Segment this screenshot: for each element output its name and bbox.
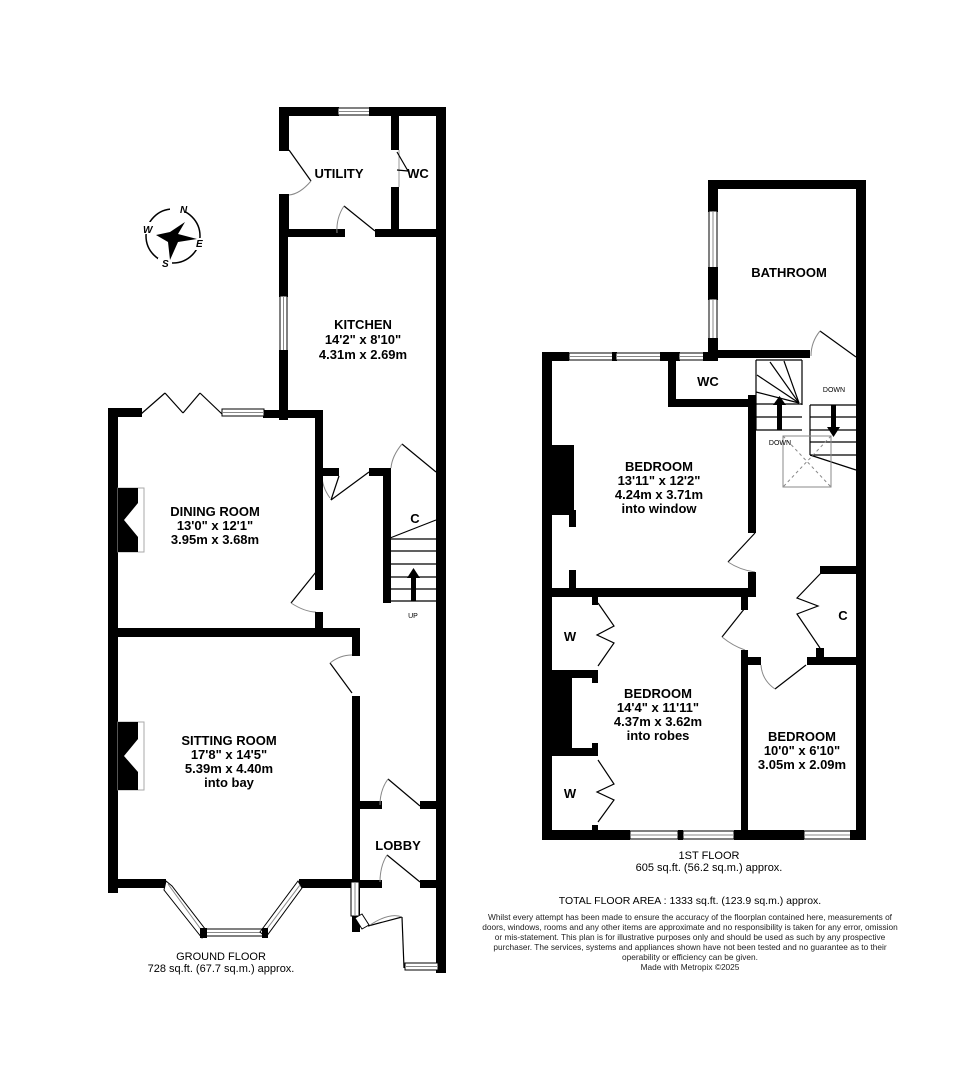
first-floor-plan — [542, 180, 866, 840]
compass-e: E — [196, 239, 203, 250]
wardrobe2-label: W — [564, 786, 577, 801]
ground-floor-plan — [108, 107, 446, 973]
dining-room-imperial: 13'0" x 12'1" — [177, 518, 253, 533]
stairs-up-label: UP — [408, 613, 418, 620]
bedroom1-label: BEDROOM — [625, 459, 693, 474]
compass-icon: N W E S — [140, 204, 205, 270]
ground-floor-area: 728 sq.ft. (67.7 sq.m.) approx. — [148, 963, 295, 975]
first-floor-area: 605 sq.ft. (56.2 sq.m.) approx. — [636, 862, 783, 874]
bedroom2-metric: 4.37m x 3.62m — [614, 714, 702, 729]
disclaimer-block: Whilst every attempt has been made to en… — [482, 912, 898, 972]
compass-w: W — [143, 225, 154, 236]
ground-wc-label: WC — [407, 166, 429, 181]
first-wc-label: WC — [697, 374, 719, 389]
ground-floor-title: GROUND FLOOR — [176, 951, 266, 963]
bedroom1-metric: 4.24m x 3.71m — [615, 487, 703, 502]
bathroom-label: BATHROOM — [751, 265, 827, 280]
total-floor-area: TOTAL FLOOR AREA : 1333 sq.ft. (123.9 sq… — [558, 895, 822, 907]
kitchen-imperial: 14'2" x 8'10" — [325, 332, 401, 347]
bedroom3-metric: 3.05m x 2.09m — [758, 757, 846, 772]
bedroom1-imperial: 13'11" x 12'2" — [618, 473, 701, 488]
bedroom2-imperial: 14'4" x 11'11" — [617, 700, 699, 715]
first-cupboard-label: C — [838, 608, 848, 623]
bedroom1-note: into window — [621, 501, 697, 516]
compass-s: S — [162, 259, 169, 270]
ground-stairs — [387, 519, 437, 602]
utility-label: UTILITY — [314, 166, 363, 181]
dining-room-metric: 3.95m x 3.68m — [171, 532, 259, 547]
lobby-label: LOBBY — [375, 838, 421, 853]
disclaimer-text: Whilst every attempt has been made to en… — [482, 912, 898, 962]
bedroom3-label: BEDROOM — [768, 729, 836, 744]
kitchen-label: KITCHEN — [334, 317, 392, 332]
bedroom2-label: BEDROOM — [624, 686, 692, 701]
bedroom2-note: into robes — [627, 728, 690, 743]
credit-text: Made with Metropix ©2025 — [640, 962, 740, 972]
kitchen-metric: 4.31m x 2.69m — [319, 347, 407, 362]
sitting-room-note: into bay — [204, 775, 255, 790]
bedroom3-imperial: 10'0" x 6'10" — [764, 743, 840, 758]
stairs-down-label-2: DOWN — [769, 440, 791, 447]
first-floor-stairs — [755, 359, 857, 488]
sitting-room-metric: 5.39m x 4.40m — [185, 761, 273, 776]
sitting-room-label: SITTING ROOM — [181, 733, 276, 748]
first-floor-title: 1ST FLOOR — [679, 850, 740, 862]
stairs-down-label-1: DOWN — [823, 387, 845, 394]
ground-cupboard-label: C — [410, 511, 420, 526]
compass-n: N — [180, 205, 188, 216]
sitting-room-imperial: 17'8" x 14'5" — [191, 747, 267, 762]
wardrobe1-label: W — [564, 629, 577, 644]
dining-room-label: DINING ROOM — [170, 504, 260, 519]
